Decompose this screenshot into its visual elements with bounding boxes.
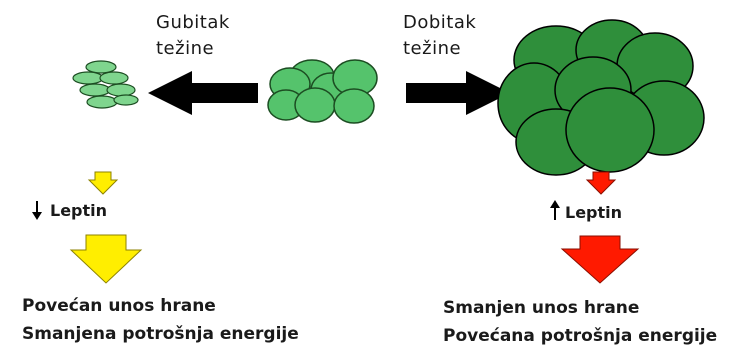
right-effect-line1: Smanjen unos hrane <box>443 298 640 318</box>
right-effect-text: Smanjen unos hrane Povećana potrošnja en… <box>443 294 717 350</box>
arrow-left-weight-loss <box>148 71 258 115</box>
left-effect-line1: Povećan unos hrane <box>22 296 216 316</box>
red-down-arrow-small <box>585 171 617 195</box>
leptin-right-label: Leptin <box>565 203 623 222</box>
red-down-arrow-large <box>560 235 640 284</box>
left-effect-text: Povećan unos hrane Smanjena potrošnja en… <box>22 292 299 348</box>
weight-gain-label-line2: težine <box>403 38 462 59</box>
leptin-decrease-icon <box>32 201 42 220</box>
leptin-increase-icon <box>550 200 560 220</box>
weight-gain-label: Dobitak težine <box>403 10 476 62</box>
weight-loss-label: Gubitak težine <box>156 10 230 62</box>
weight-loss-label-line2: težine <box>156 38 215 59</box>
yellow-down-arrow-large <box>69 234 143 284</box>
arrow-right-weight-gain <box>406 71 510 115</box>
medium-fat-cell-cluster <box>267 59 378 124</box>
leptin-left-label: Leptin <box>50 201 108 220</box>
right-effect-line2: Povećana potrošnja energije <box>443 326 718 346</box>
weight-gain-label-line1: Dobitak <box>403 12 477 33</box>
left-effect-line2: Smanjena potrošnja energije <box>22 324 299 344</box>
weight-loss-label-line1: Gubitak <box>156 12 230 33</box>
small-fat-cell-cluster <box>72 60 139 109</box>
large-fat-cell-cluster <box>497 19 705 176</box>
yellow-down-arrow-small <box>87 171 119 195</box>
